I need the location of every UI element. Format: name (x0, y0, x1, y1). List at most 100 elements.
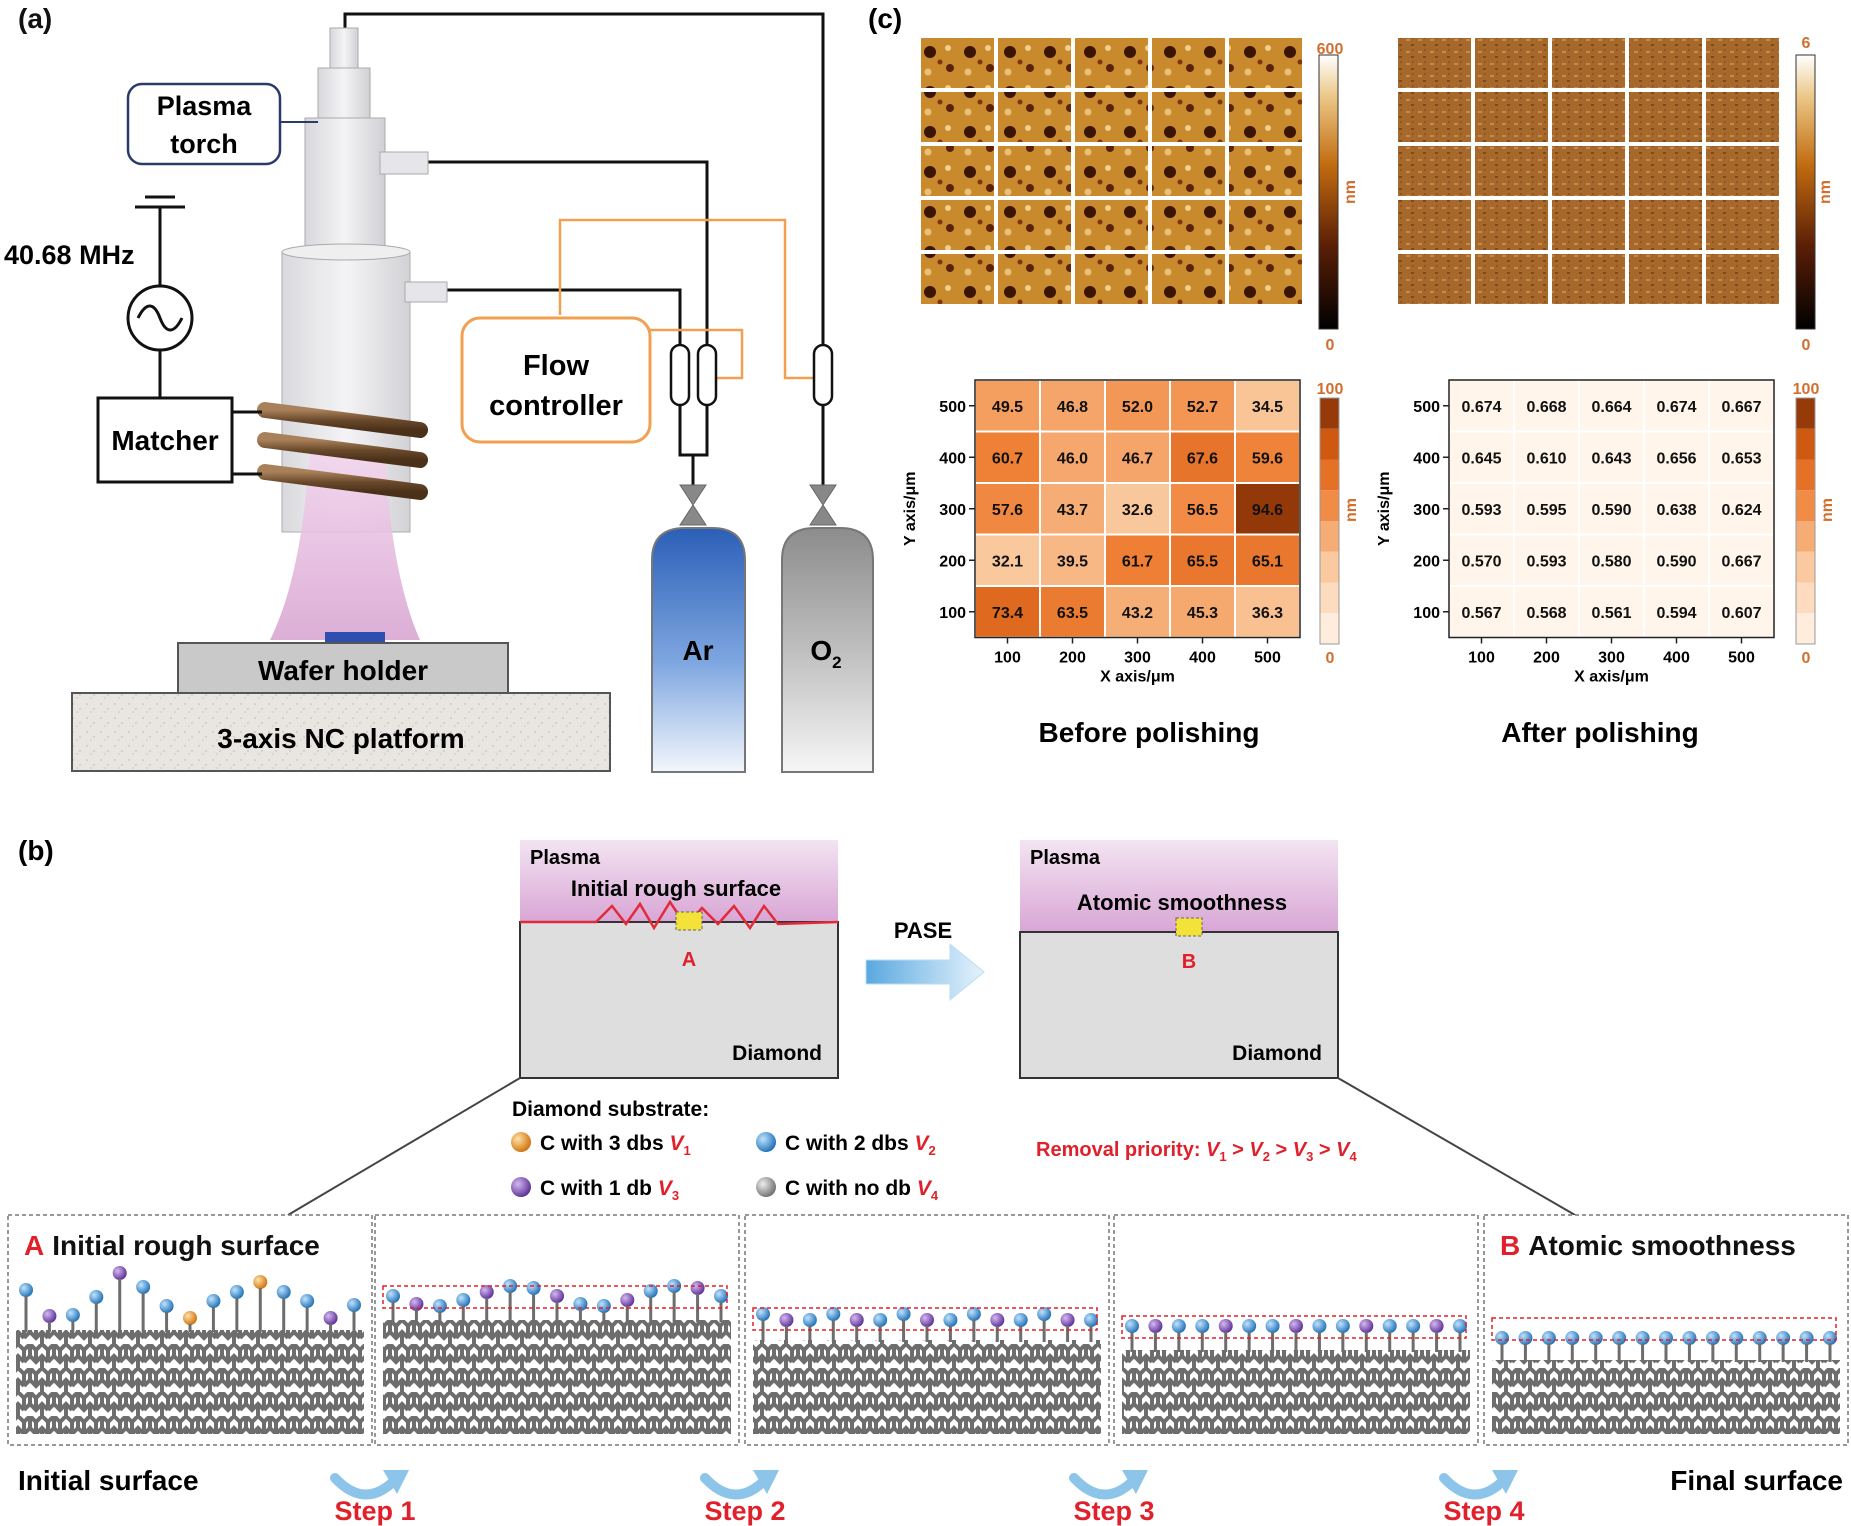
surface-atom (690, 1281, 705, 1295)
flow-controller-label-2: controller (489, 390, 623, 422)
surface-atom (643, 1284, 658, 1298)
heatmap-value: 57.6 (992, 502, 1023, 519)
surface-atom (826, 1307, 841, 1321)
heatmap-value: 34.5 (1252, 399, 1283, 416)
surface-atom (432, 1299, 447, 1313)
surface-atom (1359, 1319, 1374, 1333)
plasma-region-left (520, 840, 838, 922)
afm-tile (1152, 92, 1225, 142)
heatmap-cell (1708, 585, 1775, 639)
step-arrowhead (1122, 1470, 1148, 1494)
heatmap-value: 65.5 (1187, 553, 1218, 570)
surface-atom (1541, 1331, 1556, 1345)
legend-c0: C with no db V4 (756, 1177, 939, 1203)
afm-tile (1075, 92, 1148, 142)
afm-tile (1229, 254, 1302, 304)
x-tick-label: 200 (1059, 650, 1086, 667)
surface-atom (756, 1307, 770, 1321)
surface-atom (1148, 1319, 1163, 1333)
heatmap-value: 45.3 (1187, 605, 1218, 622)
heatmap-value: 61.7 (1122, 553, 1153, 570)
heatmap-cell (1708, 430, 1775, 484)
afm-tile (1475, 38, 1548, 88)
surface-atom (183, 1311, 197, 1325)
ground-icon (135, 195, 185, 292)
step-arrowhead (753, 1470, 779, 1494)
legend-c1-label: C with 1 db V3 (540, 1177, 679, 1203)
before-polishing-caption: Before polishing (1039, 717, 1260, 748)
afm-colorbar-before (1318, 54, 1339, 330)
removal-layer-box (382, 1285, 728, 1309)
surface-atom (896, 1307, 911, 1321)
afm-tile (1475, 92, 1548, 142)
afm-tile (1475, 254, 1548, 304)
control-line-o2 (558, 218, 823, 380)
heatmap-value: 36.3 (1252, 605, 1283, 622)
colorbar-segment (1796, 459, 1815, 491)
heatmap-value: 0.610 (1526, 450, 1566, 467)
ac-source-icon (126, 284, 194, 352)
heatmap-cell (1039, 533, 1106, 587)
afm-tile (1475, 200, 1548, 250)
surface-atom (1382, 1319, 1397, 1333)
afm-tile (1229, 200, 1302, 250)
afm-tile (1075, 38, 1148, 88)
heatmap-value: 0.667 (1721, 553, 1761, 570)
step-label: Step 3 (1073, 1496, 1154, 1526)
heatmap-value: 49.5 (992, 399, 1023, 416)
heatmap-cell (1513, 533, 1580, 587)
plasma-torch-label-1: Plasma (157, 91, 253, 121)
afm-tile (1152, 38, 1225, 88)
step-arrow-icon (700, 1473, 770, 1500)
surface-atom (1518, 1331, 1533, 1345)
surface-atom (802, 1313, 817, 1327)
heat-colorbar-frame (1319, 397, 1340, 645)
surface-atom (409, 1297, 424, 1311)
ar-label: Ar (682, 635, 713, 666)
heatmap-value: 39.5 (1057, 553, 1088, 570)
colorbar-segment (1320, 551, 1339, 583)
surface-atom (42, 1309, 57, 1323)
surface-atom (573, 1297, 588, 1311)
step-arrowhead (383, 1470, 409, 1494)
afm-tile (1706, 254, 1779, 304)
afm-tile (1552, 254, 1625, 304)
afm-tile (1706, 38, 1779, 88)
legend-c3-label: C with 3 dbs V1 (540, 1132, 691, 1158)
surface-atom (19, 1283, 33, 1297)
surface-atom (1635, 1331, 1650, 1345)
surface-atom (1406, 1319, 1421, 1333)
afm-tile (1552, 146, 1625, 196)
diamond-lattice (1492, 1360, 1840, 1434)
colorbar-segment (1796, 398, 1815, 429)
x-tick-label: 300 (1124, 650, 1151, 667)
plasma-region-right (1020, 840, 1338, 932)
surface-atom (300, 1294, 315, 1308)
colorbar-segment (1320, 459, 1339, 491)
surface-atom (920, 1313, 934, 1327)
surface-atom (1705, 1331, 1720, 1345)
surface-atom (526, 1281, 541, 1295)
surface-atom (1453, 1319, 1467, 1333)
afm-colorbar-before-unit: nm (1342, 180, 1359, 204)
heatmap-value: 0.593 (1526, 553, 1566, 570)
surface-atom (1171, 1319, 1186, 1333)
legend-c0-label: C with no db V4 (785, 1177, 939, 1203)
afm-colorbar-after-max: 6 (1802, 35, 1811, 52)
surface-atom (136, 1280, 151, 1294)
afm-tile (1706, 200, 1779, 250)
surface-atom (596, 1299, 611, 1313)
surface-atom (1312, 1319, 1327, 1333)
heatmap-value: 46.7 (1122, 450, 1153, 467)
surface-atom (1429, 1319, 1444, 1333)
x-tick-label: 500 (1254, 650, 1281, 667)
heat-colorbar-min: 0 (1326, 650, 1335, 667)
wafer-holder (177, 642, 509, 694)
o2-label: O2 (810, 635, 841, 672)
surface-atom (1265, 1319, 1280, 1333)
surface-atom (323, 1311, 338, 1325)
surface-atom (1289, 1319, 1303, 1333)
surface-atom (1060, 1313, 1075, 1327)
afm-tile (998, 38, 1071, 88)
